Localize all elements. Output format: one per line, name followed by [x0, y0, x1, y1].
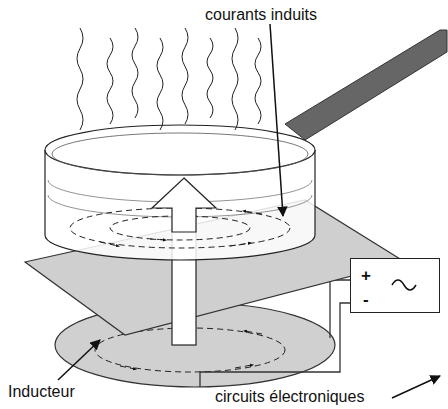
electronics-ground — [350, 258, 440, 312]
leader-line — [58, 340, 100, 380]
electronics-box: +- — [350, 258, 440, 313]
pan-handle — [285, 30, 447, 140]
current-label: courants induits — [205, 6, 317, 24]
steam — [77, 28, 261, 130]
polarity-sign: - — [363, 291, 369, 308]
polarity-sign: + — [361, 267, 371, 284]
water-surface — [52, 133, 308, 175]
leader-line — [270, 24, 283, 216]
ac-symbol — [392, 280, 416, 290]
field-arrow-head — [152, 178, 216, 232]
wire — [330, 280, 352, 338]
inductor-label: Inducteur — [8, 383, 75, 401]
pan-rim — [45, 125, 315, 175]
electronics-label: circuits électroniques — [215, 388, 364, 406]
wire — [200, 303, 352, 387]
leader-line — [392, 376, 440, 398]
